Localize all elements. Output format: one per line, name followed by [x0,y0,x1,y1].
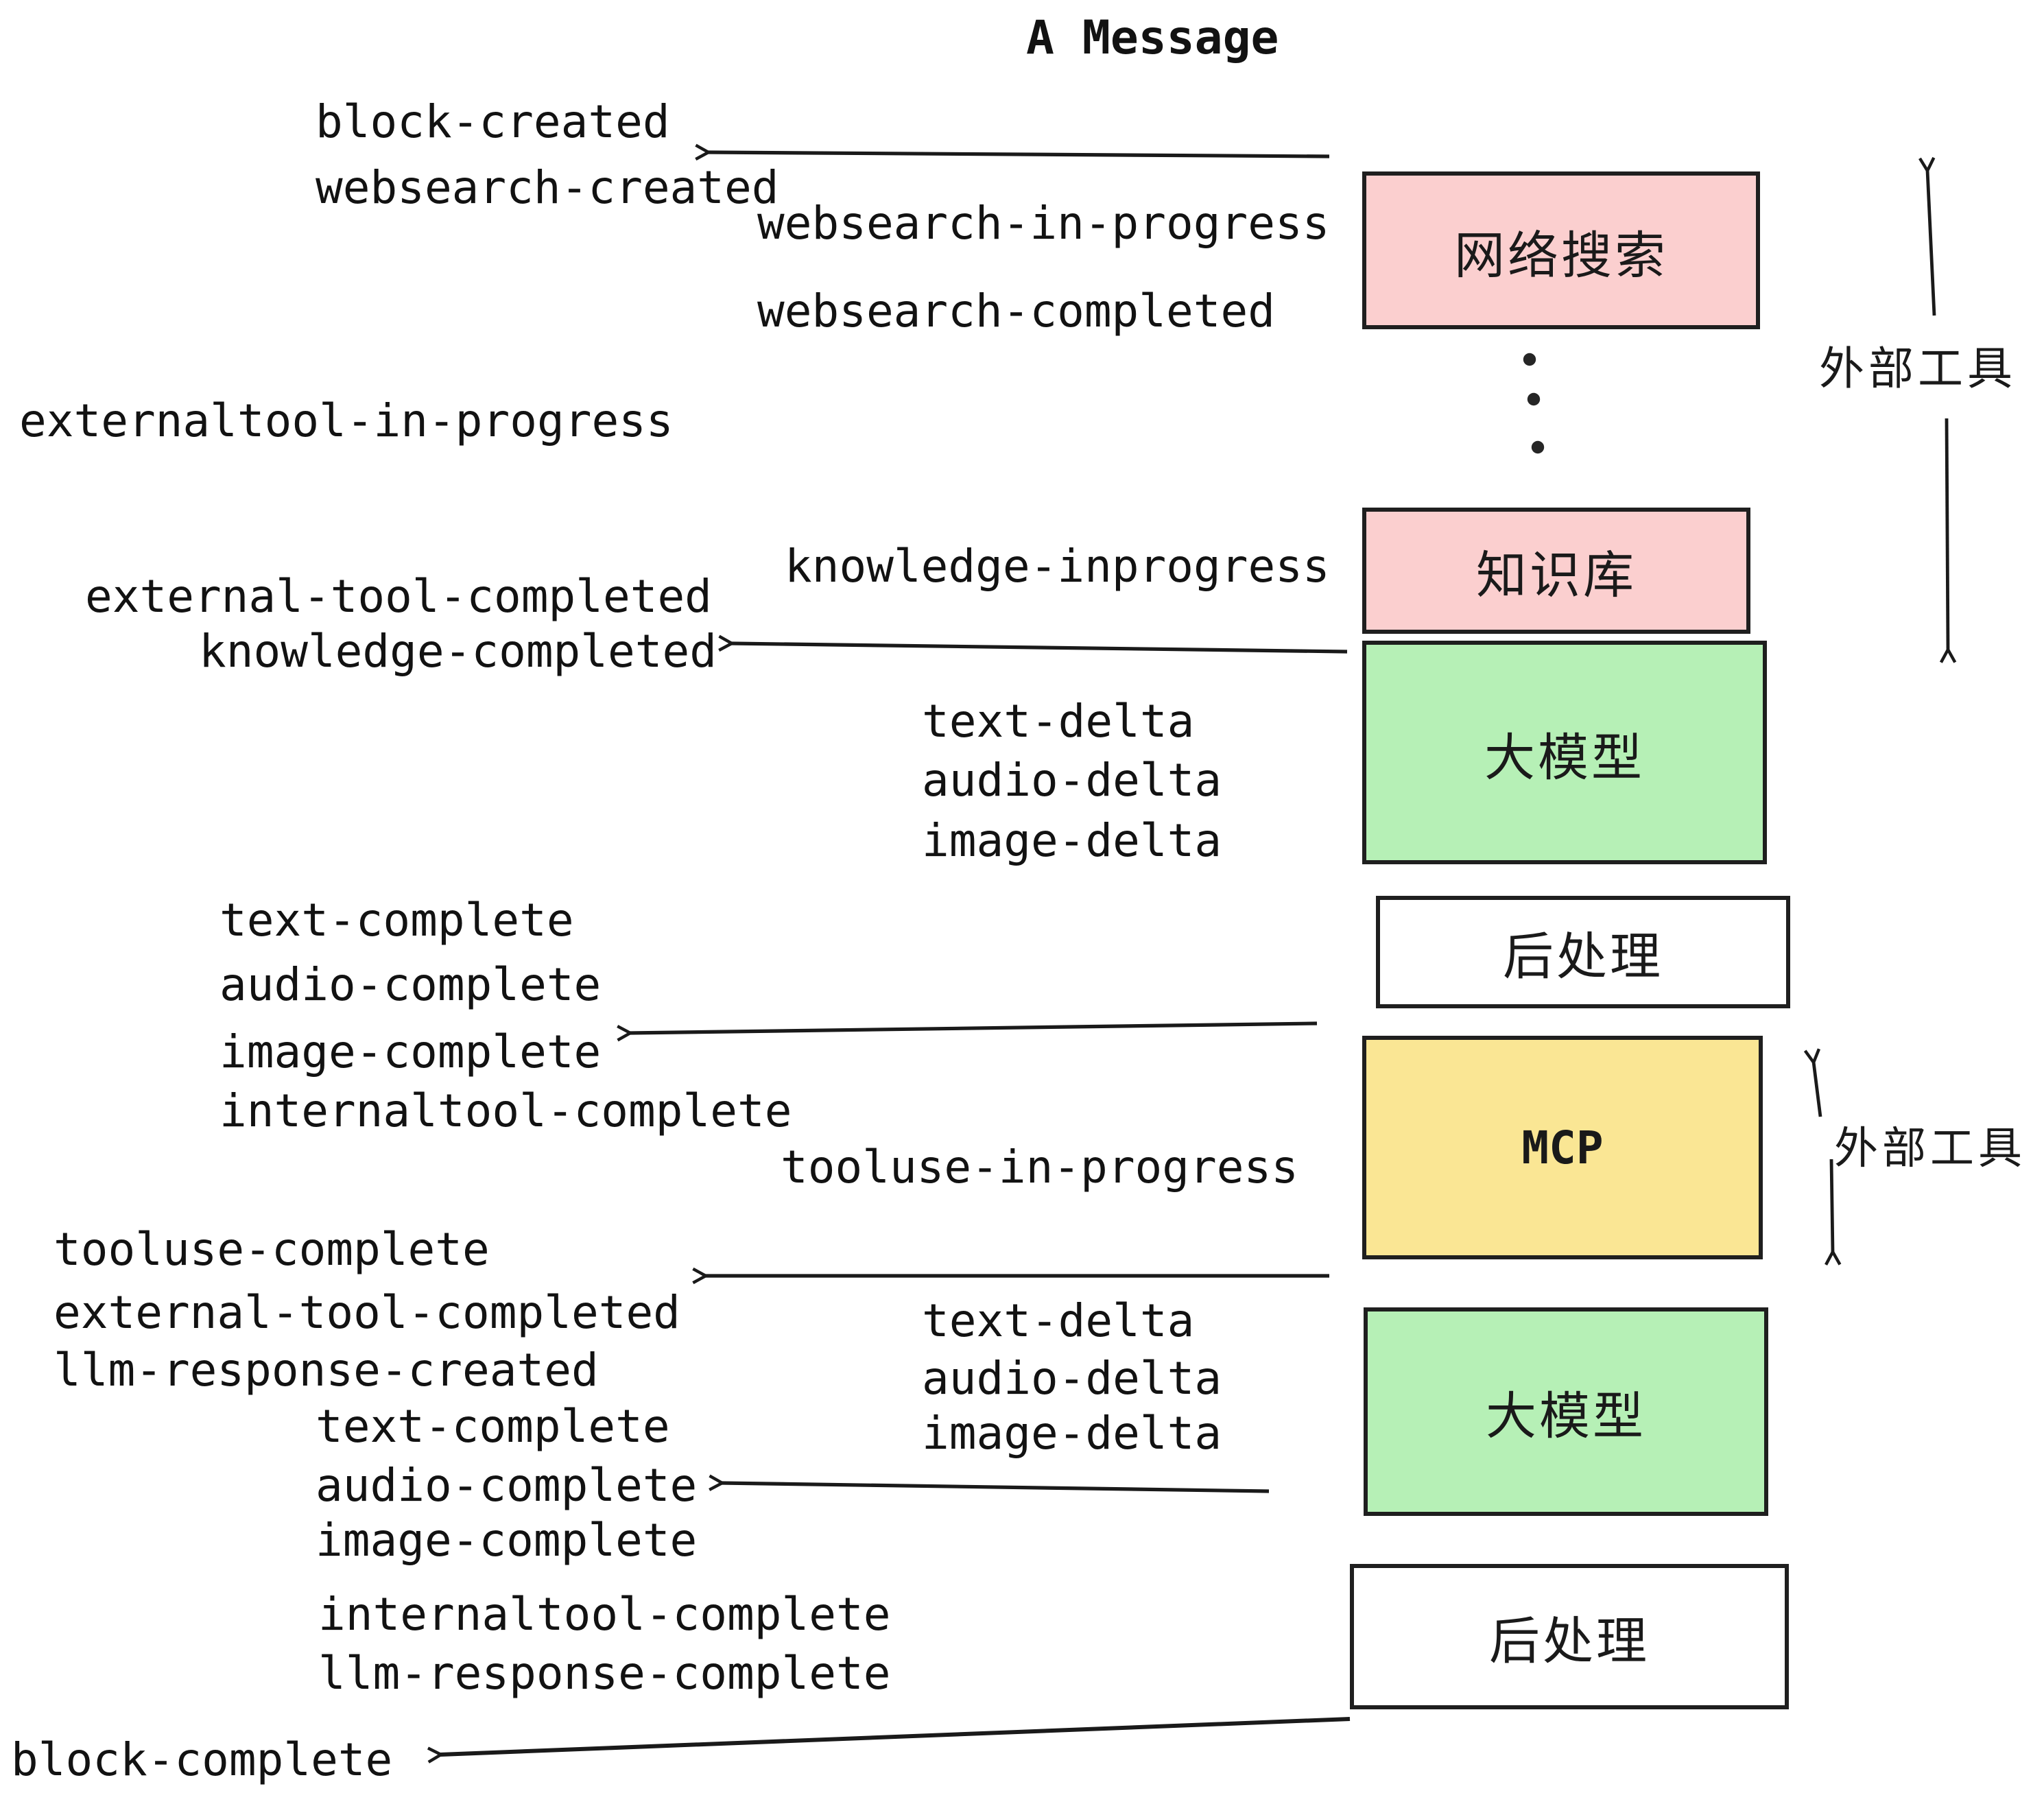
event-label-external-tool-completed-2: external-tool-completed [54,1285,680,1339]
arrow-to-block-created [708,152,1330,156]
box-postprocess-1: 后处理 [1376,896,1790,1008]
event-label-tooluse-complete: tooluse-complete [54,1222,490,1276]
event-label-audio-delta-1: audio-delta [922,753,1222,807]
box-mcp-label: MCP [1521,1121,1604,1174]
event-label-audio-complete-1: audio-complete [219,958,602,1011]
event-label-image-delta-2: image-delta [922,1406,1222,1460]
event-label-externaltool-in-progress: externaltool-in-progress [19,394,674,447]
box-knowledge: 知识库 [1362,508,1750,634]
event-label-text-complete-2: text-complete [316,1399,670,1453]
event-label-internaltool-complete-1: internaltool-complete [219,1084,792,1137]
box-llm-2-label: 大模型 [1486,1388,1646,1445]
box-llm-2: 大模型 [1364,1307,1768,1516]
box-postprocess-1-label: 后处理 [1503,929,1663,985]
event-label-image-delta-1: image-delta [922,814,1222,867]
event-label-block-created: block-created [316,95,670,148]
ellipsis-dot [1523,353,1536,366]
event-label-llm-response-created: llm-response-created [54,1343,599,1397]
external-tools-bottom-down-arrow [1831,1159,1833,1253]
event-label-text-delta-1: text-delta [922,694,1195,748]
event-label-websearch-in-progress: websearch-in-progress [757,196,1330,250]
box-knowledge-label: 知识库 [1476,547,1637,604]
external-tools-label-bottom: 外部工具 [1834,1124,2027,1173]
arrow-to-knowledge-completed [731,643,1348,654]
ellipsis-dot [1527,392,1541,406]
external-tools-label-top: 外部工具 [1819,343,2017,394]
event-label-image-complete-2: image-complete [316,1513,698,1567]
arrow-to-block-complete [440,1717,1351,1755]
event-label-text-complete-1: text-complete [219,893,574,947]
event-label-audio-complete-2: audio-complete [316,1458,698,1512]
event-label-websearch-created: websearch-created [316,161,779,214]
ellipsis-dot [1531,440,1545,454]
box-llm-1: 大模型 [1362,641,1767,864]
external-tools-top-up-arrow [1927,170,1936,316]
box-postprocess-2: 后处理 [1350,1564,1789,1709]
event-label-llm-response-complete: llm-response-complete [318,1646,891,1700]
event-label-external-tool-completed: external-tool-completed [85,569,712,623]
event-label-block-complete: block-complete [11,1733,393,1786]
event-label-internaltool-complete-2: internaltool-complete [318,1587,891,1641]
event-label-websearch-completed: websearch-completed [757,284,1275,337]
box-websearch: 网络搜索 [1362,171,1760,329]
box-llm-1-label: 大模型 [1484,729,1645,785]
event-label-knowledge-completed: knowledge-completed [199,624,717,678]
event-label-text-delta-2: text-delta [922,1294,1195,1347]
event-label-audio-delta-2: audio-delta [922,1351,1222,1405]
event-label-tooluse-in-progress: tooluse-in-progress [781,1140,1298,1194]
arrow-to-audio-complete [722,1483,1270,1493]
page-title: A Message [1026,11,1279,66]
box-mcp: MCP [1362,1036,1763,1259]
arrow-to-image-complete [630,1021,1318,1033]
box-websearch-label: 网络搜索 [1454,227,1668,283]
box-postprocess-2-label: 后处理 [1489,1613,1650,1670]
event-label-knowledge-inprogress: knowledge-inprogress [785,539,1330,593]
event-label-image-complete-1: image-complete [219,1025,602,1078]
external-tools-bottom-up-arrow [1814,1062,1822,1117]
external-tools-top-down-arrow [1947,418,1948,650]
